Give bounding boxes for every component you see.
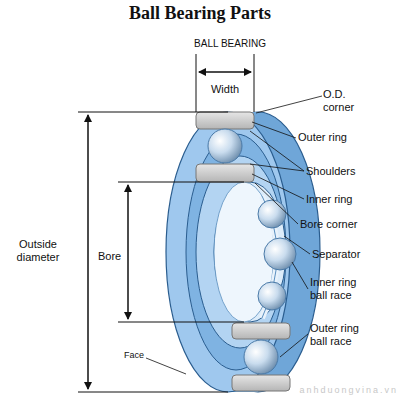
part-label: Inner ring ball race	[310, 276, 372, 302]
leader-line	[256, 96, 322, 113]
dimension-arrow	[127, 185, 129, 319]
leader-line	[250, 131, 304, 171]
leader-line	[255, 183, 298, 224]
outer-ring-section	[196, 112, 254, 129]
leader-line	[292, 262, 308, 289]
extension-line	[78, 392, 228, 393]
extension-line	[118, 182, 244, 183]
dimension-arrow	[87, 115, 89, 389]
extension-line	[254, 54, 255, 112]
leader-line	[250, 164, 304, 171]
part-label: O.D. corner	[323, 88, 368, 114]
dimension-arrow	[199, 71, 251, 73]
part-label: Separator	[312, 248, 397, 261]
leader-line	[252, 122, 296, 138]
watermark: anhduongvina.vn	[240, 385, 398, 396]
extension-line	[118, 322, 244, 323]
inner-ring-section	[232, 323, 290, 339]
ball	[208, 129, 242, 163]
leader-line	[252, 174, 304, 199]
extension-line	[196, 54, 197, 112]
part-label: Outer ring	[298, 131, 388, 144]
dimension-label: Width	[200, 83, 250, 96]
part-label: Face	[124, 350, 164, 361]
diagram-title: Ball Bearing Parts	[0, 3, 400, 24]
ball	[244, 340, 278, 374]
outer-ring-section	[232, 375, 290, 391]
section-heading: BALL BEARING	[175, 38, 285, 50]
ball	[258, 200, 286, 228]
leader-line	[284, 236, 310, 254]
ball	[258, 282, 286, 310]
leader-line	[146, 358, 186, 374]
part-label: Bore corner	[300, 218, 395, 231]
part-label: Outer ring ball race	[310, 322, 372, 348]
leader-line	[280, 334, 308, 357]
extension-line	[78, 112, 228, 113]
inner-ring-section	[196, 164, 254, 182]
dimension-label: Bore	[98, 250, 126, 263]
part-label: Shoulders	[306, 165, 396, 178]
ball	[264, 238, 296, 270]
part-label: Inner ring	[306, 193, 396, 206]
dimension-label: Outside diameter	[2, 238, 74, 264]
